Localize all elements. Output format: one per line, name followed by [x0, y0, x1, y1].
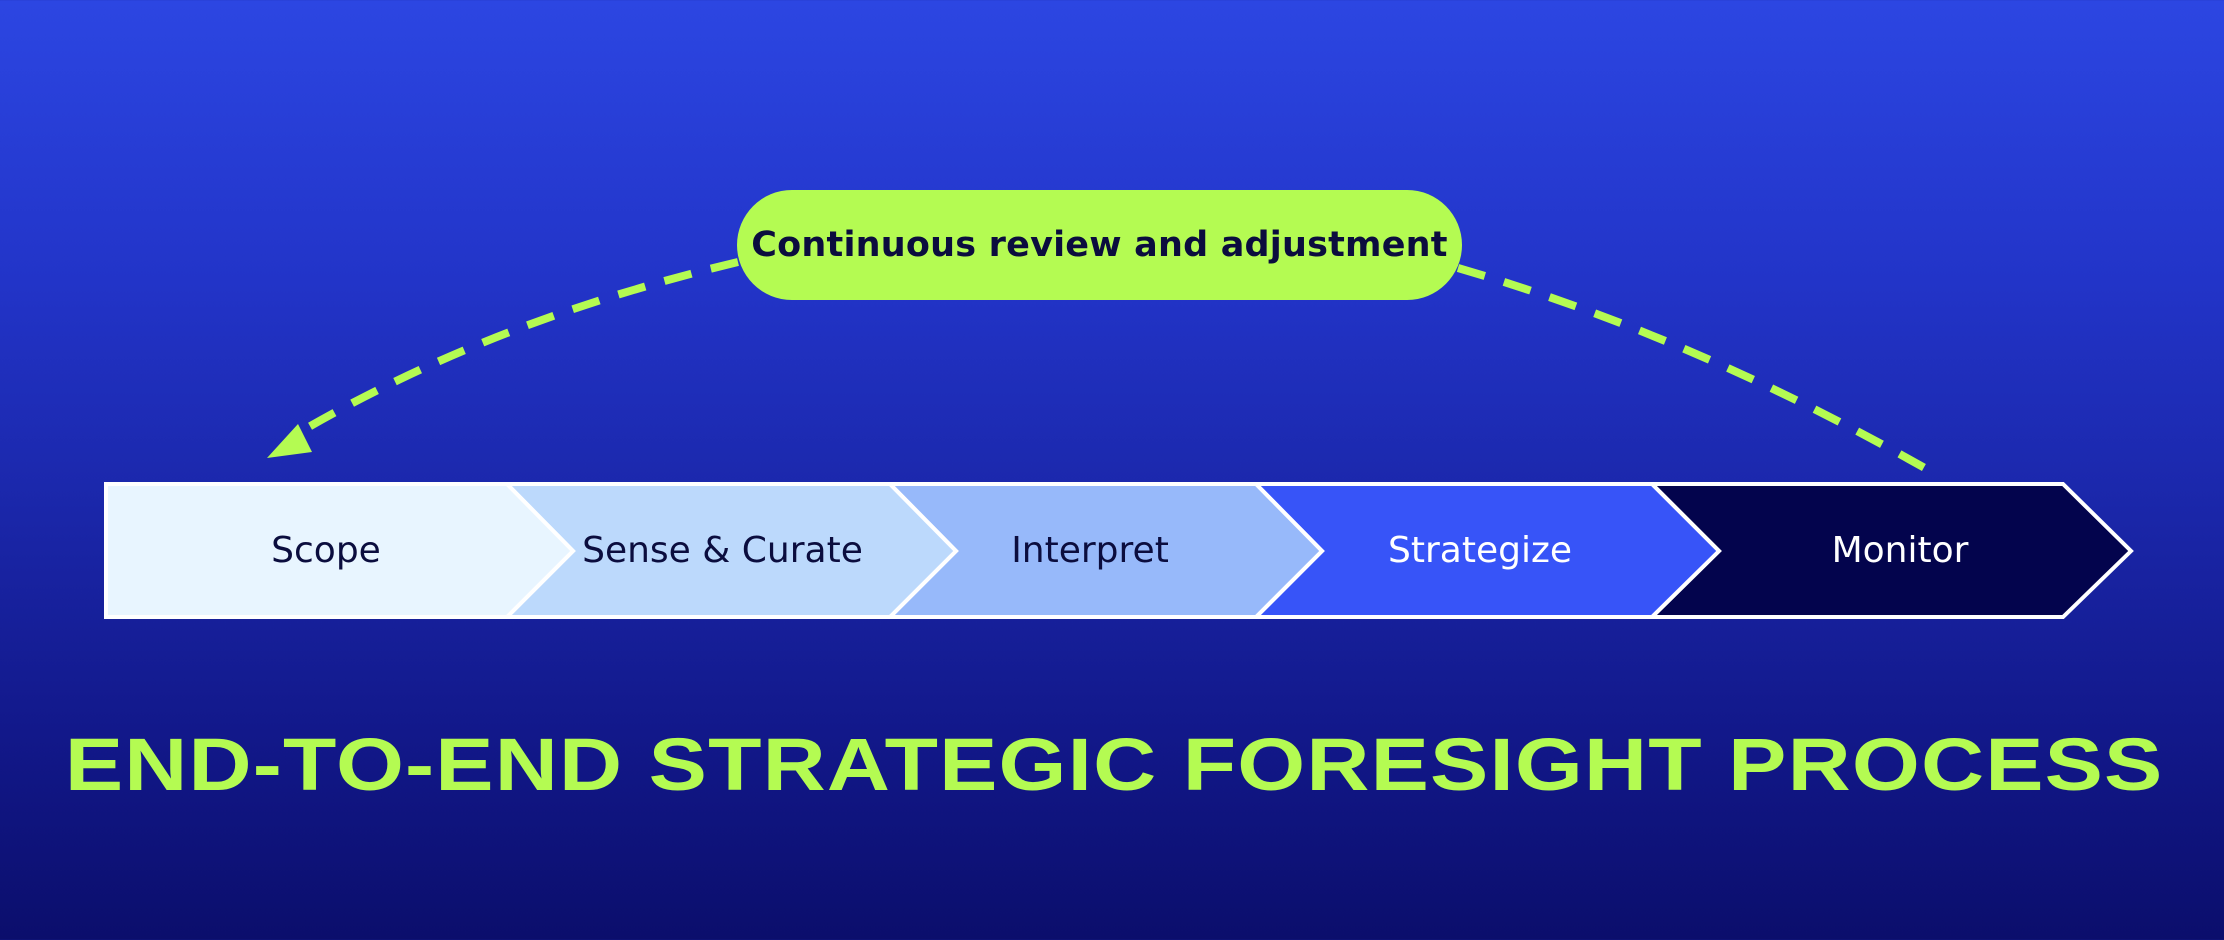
- process-chevron-bar: [104, 482, 2134, 619]
- page-title: END-TO-END STRATEGIC FORESIGHT PROCESS: [64, 723, 2164, 806]
- step-scope: Scope: [106, 482, 546, 618]
- continuous-review-badge: Continuous review and adjustment: [737, 190, 1462, 300]
- step-label-monitor: Monitor: [1831, 529, 1969, 571]
- dashed-arrow-left-icon: [267, 424, 312, 458]
- feedback-dashed-line-right: [1456, 264, 1939, 479]
- chevron-scope: [104, 482, 576, 619]
- step-label-scope: Scope: [271, 529, 381, 571]
- step-strategize: Strategize: [1300, 482, 1660, 618]
- step-sense-curate: Sense & Curate: [545, 482, 900, 618]
- step-interpret: Interpret: [940, 482, 1240, 618]
- feedback-dashed-line-left: [297, 258, 739, 436]
- step-label-interpret: Interpret: [1011, 529, 1169, 571]
- step-label-sense-curate: Sense & Curate: [582, 529, 863, 571]
- continuous-review-label: Continuous review and adjustment: [751, 225, 1448, 265]
- step-label-strategize: Strategize: [1388, 529, 1572, 571]
- step-monitor: Monitor: [1700, 482, 2100, 618]
